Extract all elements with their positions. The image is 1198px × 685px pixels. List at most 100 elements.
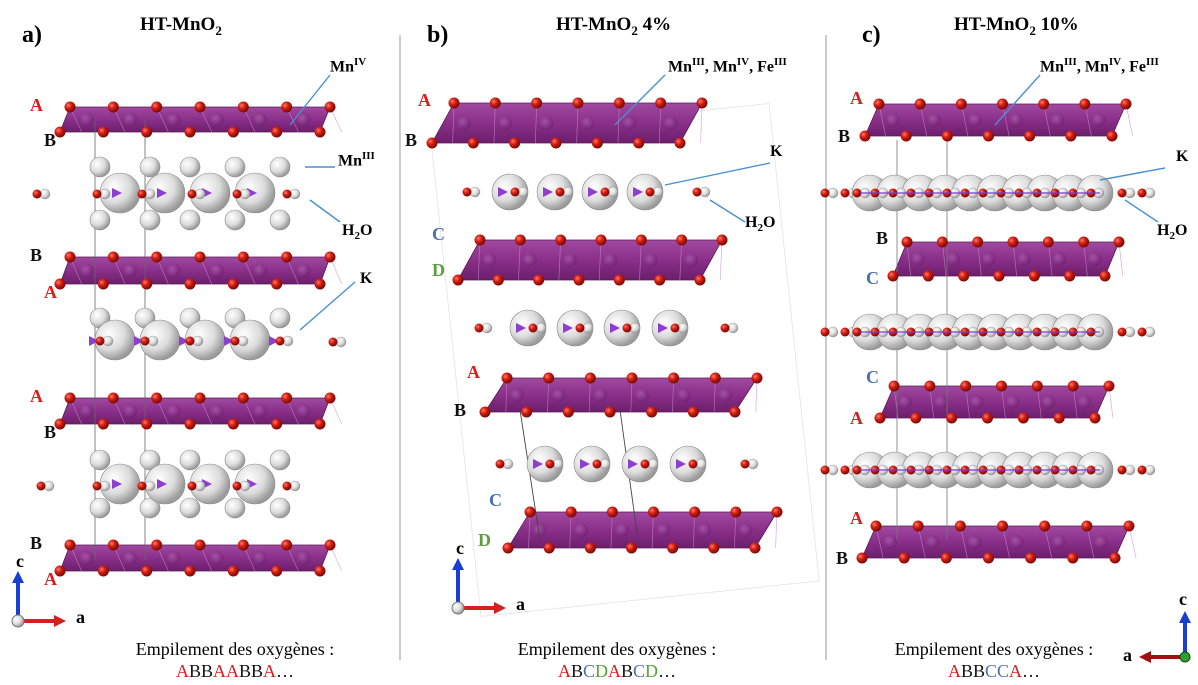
a-axis-arrowhead [1139,651,1151,663]
octahedron-edge [1047,241,1053,277]
octahedron-edge [630,377,633,413]
stacking-position-label: A [850,88,863,108]
water-oxygen [645,187,655,197]
oxygen-atom [141,126,153,138]
oxygen-atom [751,372,763,384]
oxygen-atom [993,270,1005,282]
oxygen-atom [912,520,924,532]
oxygen-atom [524,506,536,518]
mn-atom [967,113,982,127]
mn-atom [663,116,678,130]
axis-origin [451,601,465,615]
mn-interlayer-wedge [676,459,686,469]
oxygen-atom [668,372,680,384]
oxygen-atom [910,412,922,424]
oxygen-atom [237,101,249,113]
stacking-letter: C [997,661,1010,681]
potassium-atom [89,449,111,471]
mn-interlayer-wedge [89,336,99,346]
mn-atom [522,253,537,267]
mn-interlayer-wedge [516,323,526,333]
mn-atom [123,263,137,278]
water-oxygen [1117,188,1127,198]
stacking-letter: C [582,661,595,681]
water-oxygen [32,189,42,199]
stacking-position-label: C [866,268,879,288]
mn-interlayer-wedge [543,187,553,197]
oxygen-atom [184,278,196,290]
stacking-letter: B [251,661,264,681]
mn-atom [79,263,94,278]
water-oxygen [230,336,240,346]
mn-atom [253,112,267,127]
oxygen-atom [924,380,936,392]
mn-atom [738,523,753,537]
water-oxygen [185,336,195,346]
octahedron-edge [906,241,912,277]
oxygen-atom [184,418,196,430]
panel-title-b: HT-MnO2 4% [556,14,671,39]
mn-atom [1050,113,1065,127]
oxygen-atom [281,101,293,113]
mn-atom [897,395,912,409]
stacking-sequence: ABBCCA… [864,660,1124,682]
stacking-letter: … [1022,661,1041,681]
panel-letter-b: b) [427,22,449,48]
water-oxygen [462,187,472,197]
mn-atom [593,388,608,402]
mn-atom [676,388,691,402]
potassium-label: K [770,143,783,160]
potassium-atom [179,449,201,471]
callout-leader-line [309,199,341,223]
oxygen-atom [237,251,249,263]
water-oxygen [1137,188,1147,198]
stacking-position-label: c [1179,589,1187,609]
stacking-letter: C [633,661,646,681]
stacking-position-label: C [866,367,879,387]
water-oxygen [600,187,610,197]
oxygen-atom [54,278,66,290]
stacking-position-label: a [1123,645,1132,665]
oxygen-atom [314,418,326,430]
octahedron-edge [651,511,654,549]
mn-atom [1009,535,1024,549]
water-oxygen [740,459,750,469]
stacking-letter: A [557,661,571,681]
oxygen-atom [1031,380,1043,392]
potassium-atom [224,497,246,519]
oxygen-atom [958,270,970,282]
stacking-position-label: A [850,508,863,528]
stacking-position-label: A [44,282,57,302]
oxygen-atom [107,392,119,404]
stacking-letter: … [276,661,295,681]
c-axis-arrowhead [452,558,464,570]
water-oxygen [592,459,602,469]
stacking-position-label: B [454,400,467,420]
oxygen-atom [501,372,513,384]
oxygen-atom [141,565,153,577]
oxygen-atom [716,234,728,246]
mn-interlayer-wedge [112,479,122,489]
oxygen-atom [489,97,501,109]
oxygen-atom [996,380,1007,392]
mn-atom [683,253,698,267]
water-oxygen [95,336,105,346]
mn-atom [622,116,636,130]
stacking-position-label: C [432,224,445,244]
water-oxygen [92,481,102,491]
oxygen-atom [194,101,206,113]
water-oxygen [137,189,147,199]
oxygen-atom [1028,270,1040,282]
a-axis-arrowhead [494,602,506,614]
mn-atom [1041,395,1056,409]
water-oxygen [820,188,830,198]
mn-fe-label: MnIII, MnIV, FeIII [668,56,787,76]
water-oxygen [1117,327,1127,337]
stacking-letter: D [595,661,608,681]
oxygen-atom [1038,98,1050,110]
water-oxygen [545,459,555,469]
water-oxygen [852,465,862,475]
mn-atom [79,551,94,565]
oxygen-atom [324,539,336,551]
oxygen-atom [626,542,637,554]
